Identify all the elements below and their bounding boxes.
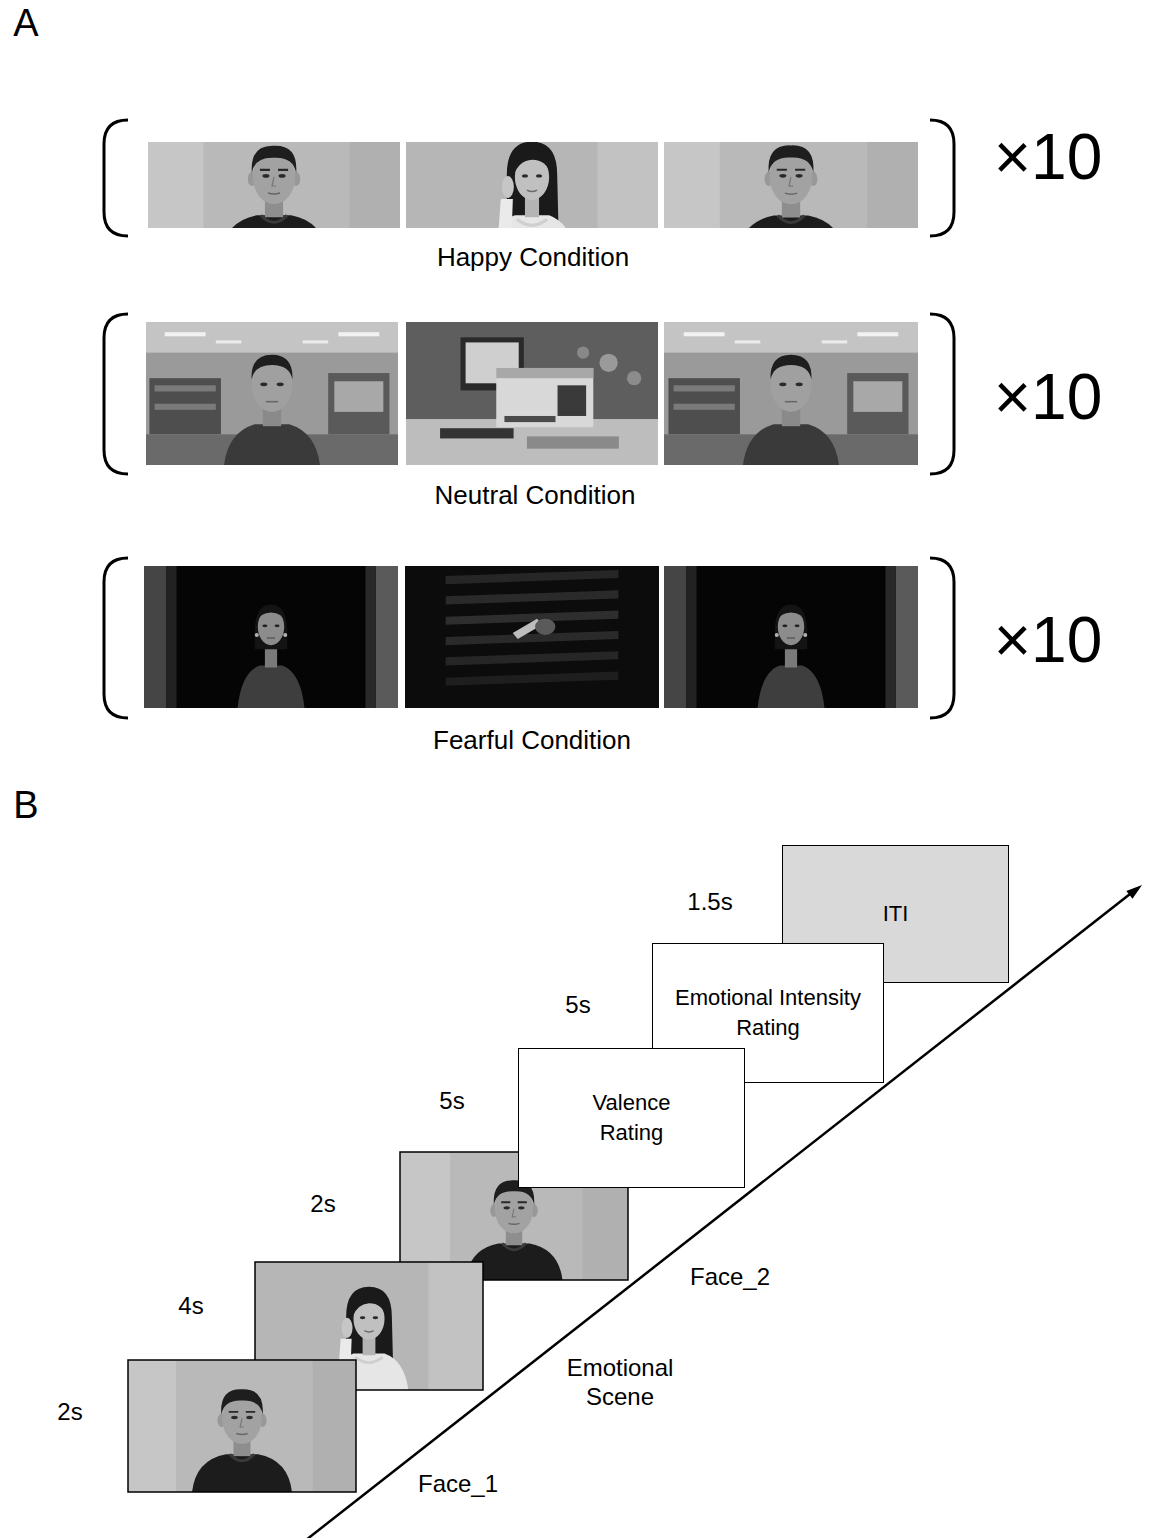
bracket [104, 314, 128, 474]
phase-label: Face_1 [418, 1470, 498, 1499]
scene-photo [405, 566, 659, 708]
face-photo [144, 566, 398, 708]
panel-letter: A [13, 1, 38, 47]
phase-label: Emotional Scene [545, 1354, 695, 1412]
screen-text: ITI [883, 899, 909, 929]
time-axis [306, 894, 1130, 1538]
phase-label: Face_2 [690, 1263, 770, 1292]
bracket [930, 314, 954, 474]
brackets [104, 120, 954, 718]
bracket [930, 120, 954, 236]
frame [128, 1360, 356, 1492]
rating-screen: Valence Rating [518, 1048, 745, 1188]
condition-label: Happy Condition [437, 242, 629, 273]
bracket [104, 120, 128, 236]
face-photo [664, 114, 918, 256]
arrow-head [1126, 885, 1142, 899]
condition-label: Neutral Condition [435, 480, 636, 511]
face-photo [144, 322, 399, 465]
face-photo [124, 1360, 360, 1492]
repeat-count: ×10 [994, 359, 1103, 436]
repeat-count: ×10 [994, 119, 1103, 196]
screen-text: Emotional Intensity Rating [662, 983, 874, 1042]
duration-label: 4s [178, 1292, 203, 1321]
bracket [930, 558, 954, 718]
face-photo [663, 322, 918, 465]
repeat-count: ×10 [994, 602, 1103, 679]
panel-letter: B [13, 783, 38, 829]
face-photo [664, 566, 918, 708]
condition-label: Fearful Condition [433, 725, 631, 756]
duration-label: 5s [439, 1087, 464, 1116]
duration-label: 5s [565, 991, 590, 1020]
screen-text: Valence Rating [572, 1088, 692, 1147]
duration-label: 2s [57, 1398, 82, 1427]
face-photo [148, 114, 400, 255]
scene-photo [406, 114, 658, 255]
duration-label: 1.5s [687, 888, 732, 917]
scene-photo [404, 322, 659, 465]
duration-label: 2s [310, 1190, 335, 1219]
bracket [104, 558, 128, 718]
